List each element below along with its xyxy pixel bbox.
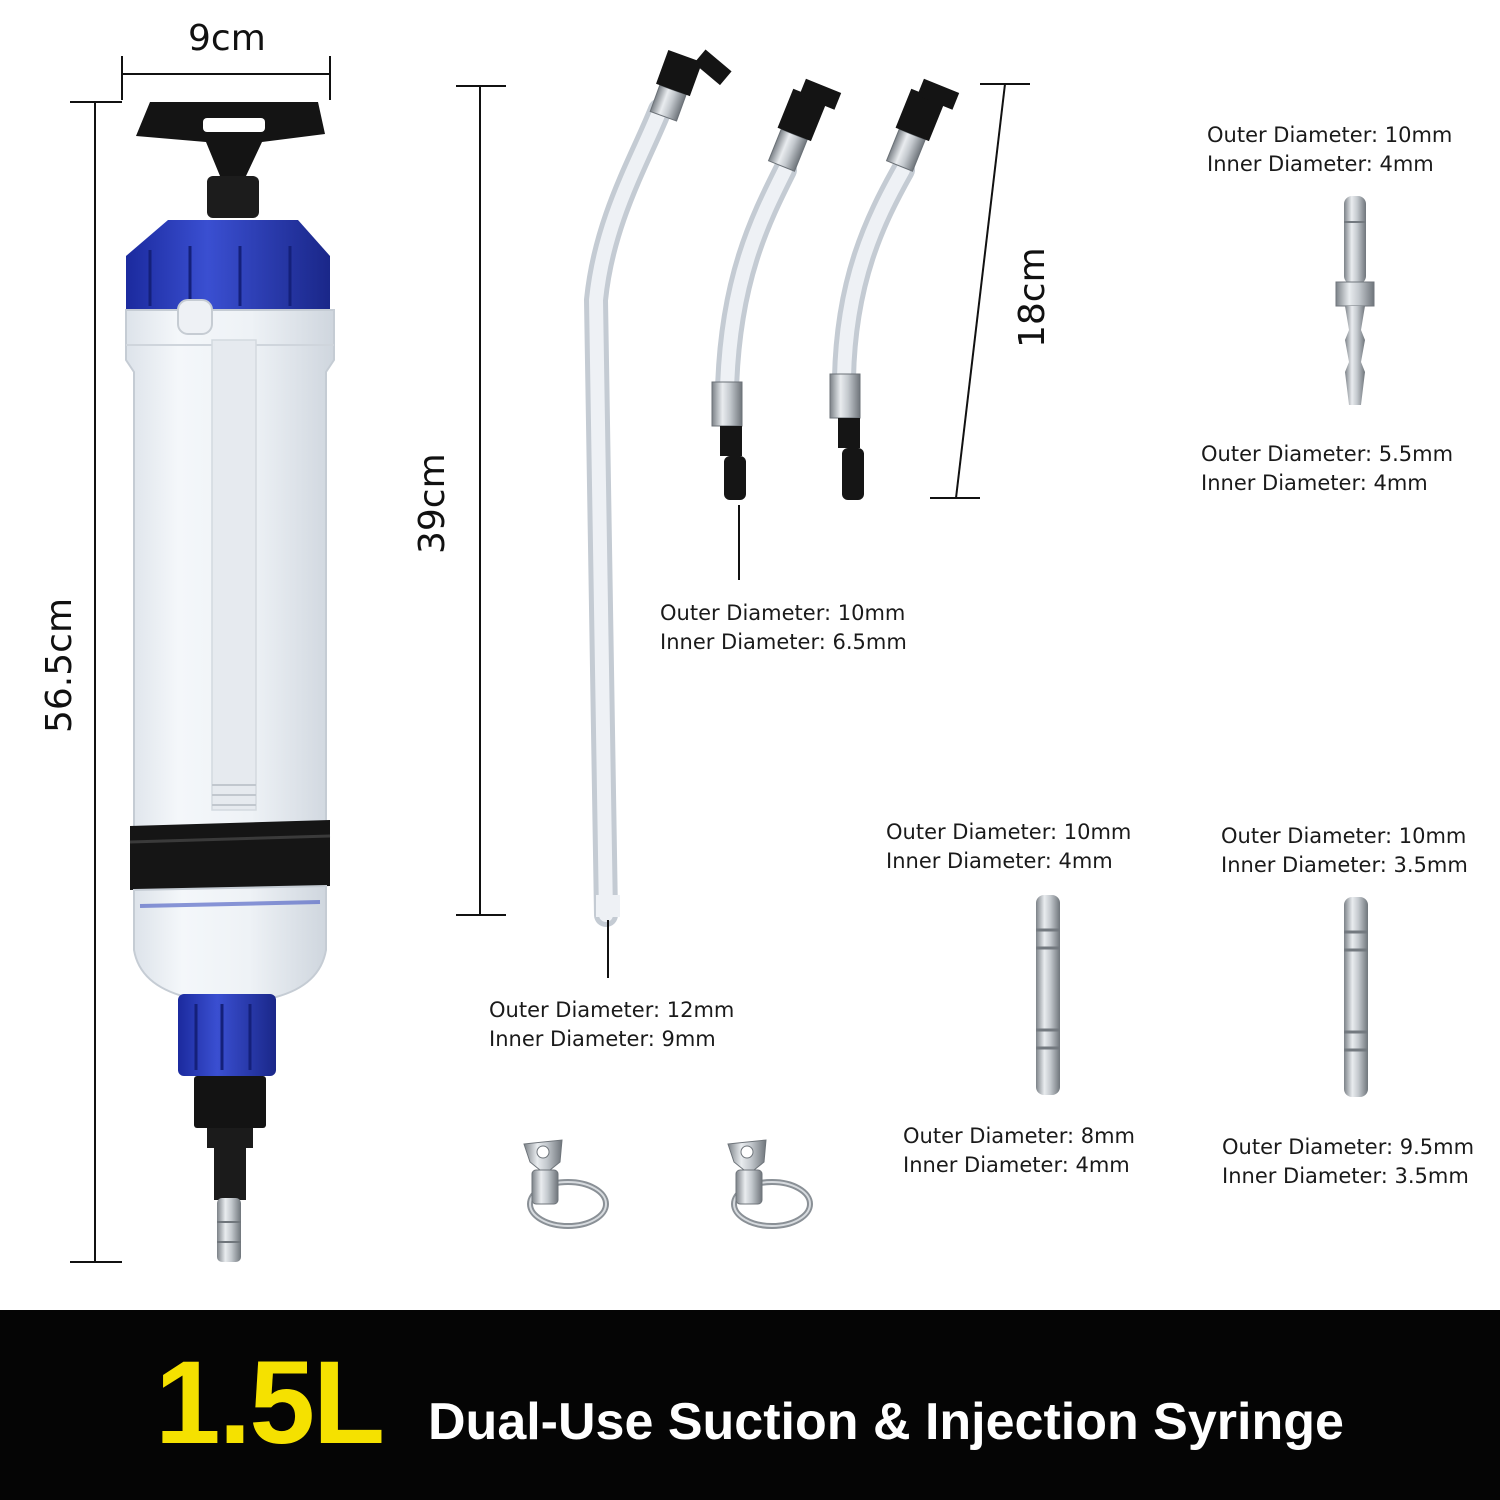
syringe-width-label: 9cm: [188, 18, 266, 59]
t-handle: [136, 102, 325, 176]
product-title: Dual-Use Suction & Injection Syringe: [428, 1393, 1344, 1451]
adapter-top-lower-spec: Outer Diameter: 5.5mm Inner Diameter: 4m…: [1201, 440, 1453, 498]
long-tube: [583, 49, 732, 978]
syringe: [125, 102, 335, 1262]
adapter-mid-upper-inner: Inner Diameter: 4mm: [886, 849, 1113, 873]
width-dimension-line: [121, 56, 331, 100]
short-tube-spec: Outer Diameter: 10mm Inner Diameter: 6.5…: [660, 599, 907, 657]
long-tube-inner-diameter: Inner Diameter: 9mm: [489, 1027, 716, 1051]
short-tube-outer-diameter: Outer Diameter: 10mm: [660, 601, 906, 625]
long-tube-outer-diameter: Outer Diameter: 12mm: [489, 998, 735, 1022]
adapter-mid-lower-spec: Outer Diameter: 8mm Inner Diameter: 4mm: [903, 1122, 1135, 1180]
adapter-top-lower-inner: Inner Diameter: 4mm: [1201, 471, 1428, 495]
short-tube-dimension-line: [930, 83, 1030, 499]
title-banner: 1.5L Dual-Use Suction & Injection Syring…: [0, 1310, 1500, 1500]
adapter-top-lower-outer: Outer Diameter: 5.5mm: [1201, 442, 1454, 466]
adapter-top: [1335, 196, 1375, 405]
plunger-stem: [207, 176, 259, 218]
adapter-right: [1344, 897, 1368, 1097]
height-dimension-line: [70, 101, 122, 1263]
capacity-label: 1.5L: [155, 1337, 385, 1469]
nozzle: [194, 1076, 266, 1128]
nozzle-tip: [217, 1198, 241, 1262]
adapter-mid-upper-spec: Outer Diameter: 10mm Inner Diameter: 4mm: [886, 818, 1131, 876]
adapter-mid-lower-inner: Inner Diameter: 4mm: [903, 1153, 1130, 1177]
adapter-mid-upper-outer: Outer Diameter: 10mm: [886, 820, 1132, 844]
hose-clamp-2: [727, 1139, 813, 1229]
adapter-middle: [1036, 895, 1060, 1095]
adapter-top-upper-inner: Inner Diameter: 4mm: [1207, 152, 1434, 176]
blue-bottom-cap: [178, 994, 276, 1076]
adapter-right-lower-inner: Inner Diameter: 3.5mm: [1222, 1164, 1469, 1188]
adapter-right-upper-outer: Outer Diameter: 10mm: [1221, 824, 1467, 848]
short-tube-length-label: 18cm: [1012, 247, 1053, 348]
adapter-right-upper-spec: Outer Diameter: 10mm Inner Diameter: 3.5…: [1221, 822, 1468, 880]
adapter-mid-lower-outer: Outer Diameter: 8mm: [903, 1124, 1135, 1148]
adapter-top-upper-spec: Outer Diameter: 10mm Inner Diameter: 4mm: [1207, 121, 1452, 179]
short-tube-inner-diameter: Inner Diameter: 6.5mm: [660, 630, 907, 654]
long-tube-length-label: 39cm: [412, 453, 453, 554]
adapter-top-upper-outer: Outer Diameter: 10mm: [1207, 123, 1453, 147]
syringe-reservoir: [133, 884, 327, 998]
long-tube-spec: Outer Diameter: 12mm Inner Diameter: 9mm: [489, 996, 734, 1054]
adapter-right-upper-inner: Inner Diameter: 3.5mm: [1221, 853, 1468, 877]
syringe-height-label: 56.5cm: [39, 597, 80, 733]
black-grip-band: [130, 820, 330, 890]
long-tube-dimension-line: [456, 85, 506, 916]
adapter-right-lower-spec: Outer Diameter: 9.5mm Inner Diameter: 3.…: [1222, 1133, 1474, 1191]
adapter-right-lower-outer: Outer Diameter: 9.5mm: [1222, 1135, 1475, 1159]
short-tube-2: [829, 78, 960, 500]
product-scene: [70, 49, 1375, 1263]
blue-top-cap: [126, 220, 330, 310]
hose-clamp-1: [523, 1139, 609, 1229]
short-tube-1: [711, 78, 842, 580]
